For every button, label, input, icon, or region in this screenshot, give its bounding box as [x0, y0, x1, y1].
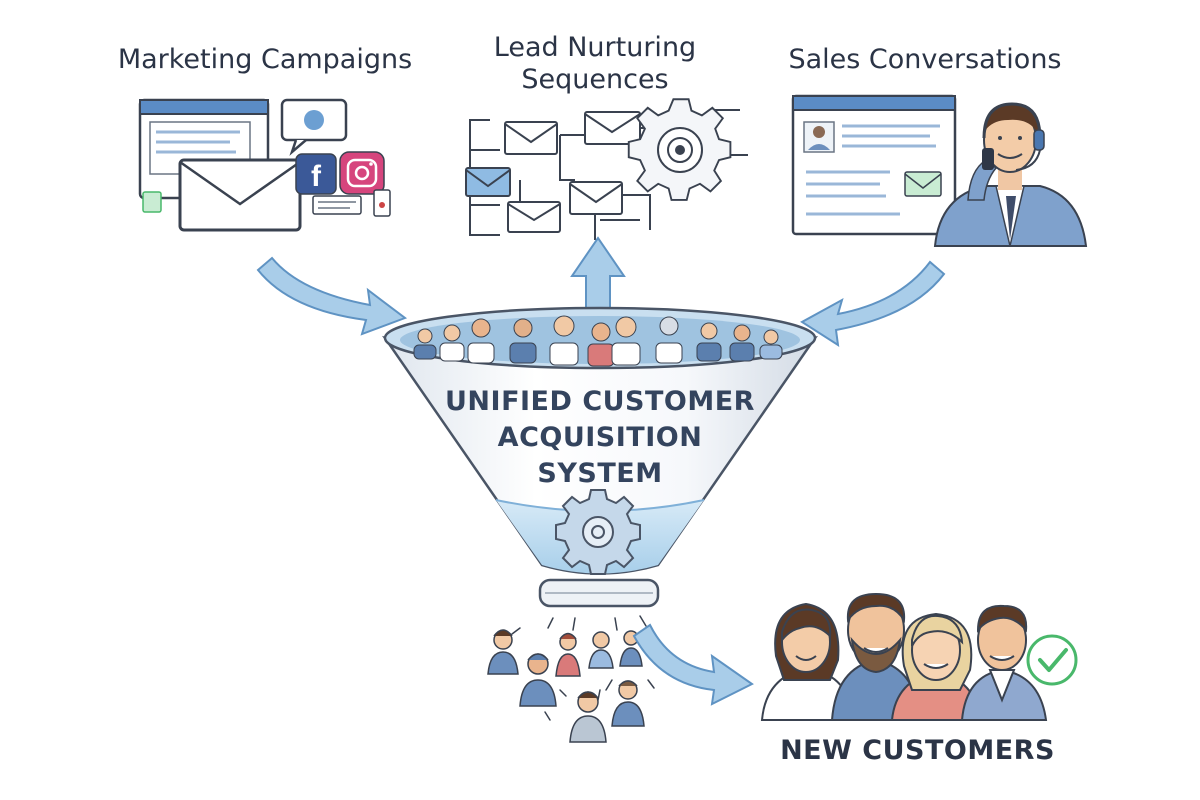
funnel-crowd — [413, 315, 783, 367]
person-icon — [555, 632, 581, 677]
funnel-shape — [382, 306, 818, 608]
arrow-sales-to-funnel — [800, 260, 946, 348]
salesperson-avatar — [933, 102, 1088, 247]
email-icon — [507, 201, 561, 233]
headset-icon — [982, 102, 1045, 171]
new-customers-illustration — [760, 592, 1078, 721]
sales-conversations-label: Sales Conversations — [788, 44, 1062, 75]
sales-illustration — [791, 94, 1088, 247]
email-icon — [504, 121, 558, 155]
email-icon — [584, 111, 641, 145]
funnel-title-line1: UNIFIED CUSTOMER — [445, 386, 755, 417]
person-icon — [588, 631, 614, 669]
funnel-title: UNIFIED CUSTOMER ACQUISITION SYSTEM — [420, 384, 780, 492]
marketing-illustration: f — [138, 98, 391, 232]
person-icon — [569, 691, 607, 743]
browser-window-icon — [791, 94, 957, 236]
customer-avatar — [890, 612, 982, 721]
coupon-card-icon — [312, 195, 362, 215]
marketing-campaigns-label: Marketing Campaigns — [117, 44, 413, 75]
person-icon — [487, 629, 519, 675]
customer-avatar — [760, 602, 856, 721]
arrow-nurturing-to-funnel — [570, 236, 626, 319]
person-icon — [519, 653, 557, 707]
lead-nurturing-label-line1: Lead Nurturing — [493, 32, 697, 63]
lead-nurturing-label-line2: Sequences — [521, 64, 669, 95]
funnel-title-line2: ACQUISITION — [497, 422, 703, 453]
converted-leads-group — [487, 615, 655, 743]
email-icon — [569, 181, 623, 215]
chat-bubble-icon — [280, 98, 348, 156]
check-icon — [1026, 634, 1078, 686]
gear-icon — [627, 98, 732, 201]
instagram-icon — [339, 151, 385, 195]
funnel-title-line3: SYSTEM — [537, 458, 663, 489]
svg-text:f: f — [311, 160, 322, 193]
person-icon — [611, 680, 645, 727]
customer-avatar — [960, 604, 1048, 721]
lead-nurturing-label: Lead Nurturing Sequences — [440, 32, 750, 96]
gear-icon — [555, 489, 641, 575]
facebook-icon: f — [295, 153, 337, 195]
arrow-funnel-to-customers — [632, 623, 754, 706]
email-icon — [178, 158, 302, 232]
document-icon — [142, 191, 162, 213]
nurturing-illustration — [465, 98, 748, 240]
arrow-marketing-to-funnel — [256, 256, 408, 336]
email-icon — [465, 167, 511, 197]
new-customers-label: NEW CUSTOMERS — [780, 735, 1055, 766]
email-icon — [904, 171, 942, 197]
